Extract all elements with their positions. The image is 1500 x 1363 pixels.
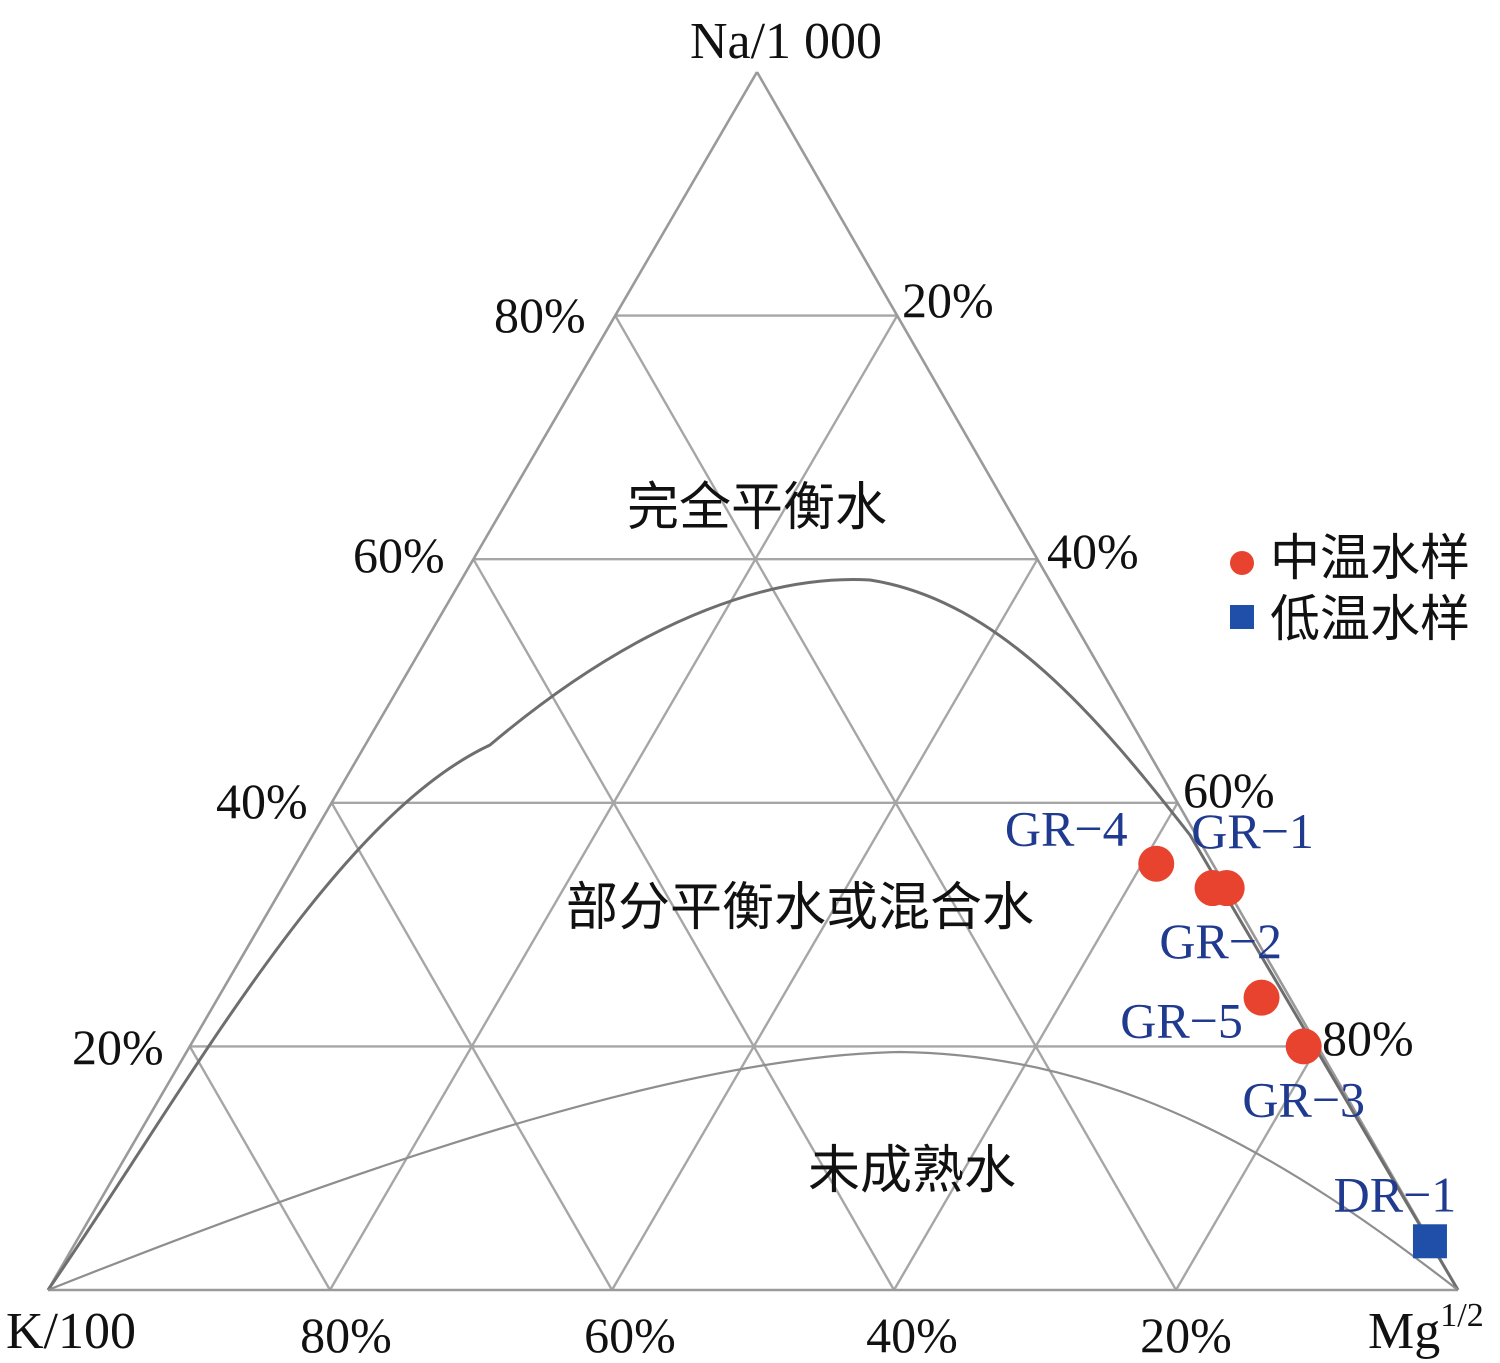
vertex-label-mg-sup: 1/2 [1440,1297,1483,1334]
sample-point-gr-4 [1138,845,1175,882]
sample-point-dr-1 [1412,1224,1447,1259]
sample-label-dr-1: DR−1 [1334,1166,1457,1222]
right-tick-label: 40% [1047,523,1139,579]
bottom-tick-label: 80% [300,1307,392,1363]
zone-label-partial-equilibrium: 部分平衡水或混合水 [566,878,1034,938]
legend-square-marker [1230,605,1254,629]
grid-line [330,802,614,1291]
left-tick-label: 20% [72,1019,164,1075]
vertex-label-na: Na/1 000 [690,13,882,70]
bottom-tick-label: 60% [584,1307,676,1363]
immature-water-curve [47,1050,1459,1292]
zone-label-full-equilibrium: 完全平衡水 [627,478,887,538]
sample-label-gr-4: GR−4 [1005,801,1128,857]
vertex-label-mg-base: Mg [1368,1303,1440,1360]
full-equilibrium-curve [46,578,1460,1291]
grid-line [1174,1045,1319,1291]
vertex-label-k: K/100 [6,1303,136,1360]
bottom-tick-label: 20% [1140,1307,1232,1363]
grid-layer [46,71,1460,1292]
sample-label-gr-1: GR−1 [1191,803,1314,859]
right-tick-label: 60% [1183,762,1275,818]
left-tick-label: 40% [216,773,308,829]
legend-label-low-temp: 低温水样 [1270,590,1470,648]
left-tick-label: 60% [353,527,445,583]
grid-line [472,558,896,1291]
legend: 中温水样 低温水样 [1230,529,1470,648]
triangle-edge [46,71,759,1291]
sample-label-gr-5: GR−5 [1120,993,1243,1049]
sample-label-gr-3: GR−3 [1242,1071,1365,1127]
grid-line [188,1045,332,1291]
sample-label-gr-2: GR−2 [1159,913,1282,969]
grid-line [892,802,1179,1291]
zone-label-immature: 未成熟水 [808,1141,1016,1201]
legend-label-medium-temp: 中温水样 [1270,529,1470,587]
right-tick-label: 80% [1322,1010,1414,1066]
right-tick-label: 20% [902,272,994,328]
bottom-tick-label: 40% [866,1307,958,1363]
sample-point-gr-3 [1285,1028,1322,1065]
legend-circle-marker [1230,551,1254,575]
sample-point-gr-2 [1208,870,1245,907]
triangle-edge [755,71,1460,1291]
sample-point-gr-5 [1243,979,1280,1016]
vertex-label-mg: Mg1/2 [1368,1297,1484,1360]
grid-line [610,558,1039,1291]
left-tick-label: 80% [494,287,586,343]
sample-layer: GR−4 GR−1GR−2GR−5GR−3DR−1 [1005,801,1456,1259]
